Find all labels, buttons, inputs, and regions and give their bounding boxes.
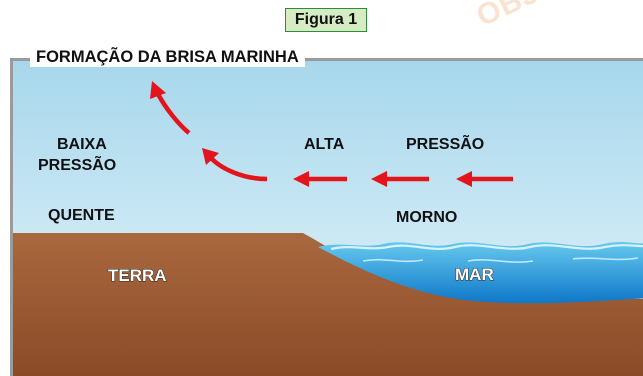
arrow-4	[208, 155, 268, 182]
arrow-4-head	[202, 148, 219, 165]
label-mar: MAR	[455, 265, 495, 285]
airflow-arrows	[150, 81, 513, 187]
label-pressao-high: PRESSÃO	[406, 136, 485, 153]
watermark: OBJETIV	[472, 0, 609, 34]
label-terra: TERRA	[108, 266, 168, 286]
diagram-panel	[10, 58, 643, 376]
label-baixa: BAIXA	[57, 136, 107, 153]
diagram-title: FORMAÇÃO DA BRISA MARINHA	[30, 48, 305, 67]
wave-highlight	[330, 244, 643, 251]
label-quente: QUENTE	[48, 207, 115, 224]
sea	[318, 242, 643, 304]
arrow-5	[156, 92, 191, 135]
figure-label: Figura 1	[285, 8, 367, 32]
arrow-2-head	[371, 171, 387, 187]
wave-highlight-2	[362, 257, 639, 263]
diagram-scene	[13, 61, 643, 376]
arrow-5-head	[150, 81, 166, 99]
label-morno: MORNO	[396, 209, 458, 226]
label-pressao-low: PRESSÃO	[38, 157, 117, 174]
arrow-3-head	[293, 171, 309, 187]
arrow-1-head	[456, 171, 472, 187]
label-alta: ALTA	[304, 136, 345, 153]
land	[13, 233, 643, 376]
